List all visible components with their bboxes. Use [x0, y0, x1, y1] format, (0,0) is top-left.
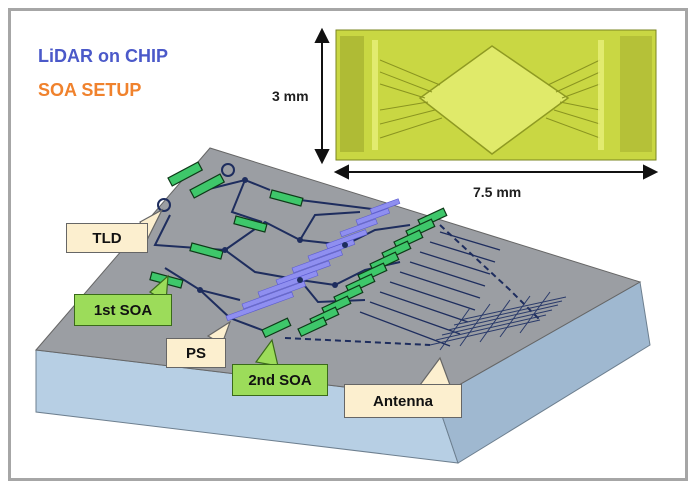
- splitter-nodes: [197, 177, 348, 293]
- dimension-height-label: 3 mm: [272, 88, 309, 104]
- antenna-feed-dashed: [284, 337, 431, 346]
- tld-ring: [157, 198, 171, 212]
- dimension-arrows: [314, 27, 659, 180]
- callout-ps: PS: [166, 338, 226, 368]
- callout-1st-soa: 1st SOA: [74, 294, 172, 326]
- callout-2nd-soa: 2nd SOA: [232, 364, 328, 396]
- antenna-grating: [429, 291, 567, 351]
- tld-ring: [221, 163, 235, 177]
- phase-shifter-array: [225, 198, 401, 322]
- title-lidar: LiDAR on CHIP: [38, 46, 168, 66]
- callout-tld: TLD: [66, 223, 148, 253]
- output-waveguides: [359, 231, 501, 347]
- antenna-feed-dashed: [439, 224, 541, 321]
- tld-blocks: [167, 161, 226, 199]
- chip-micrograph: [335, 29, 657, 161]
- soa2-blocks: [261, 207, 448, 339]
- dimension-width-label: 7.5 mm: [473, 184, 522, 200]
- title-soa-setup: SOA SETUP: [38, 80, 142, 100]
- callout-antenna: Antenna: [344, 384, 462, 418]
